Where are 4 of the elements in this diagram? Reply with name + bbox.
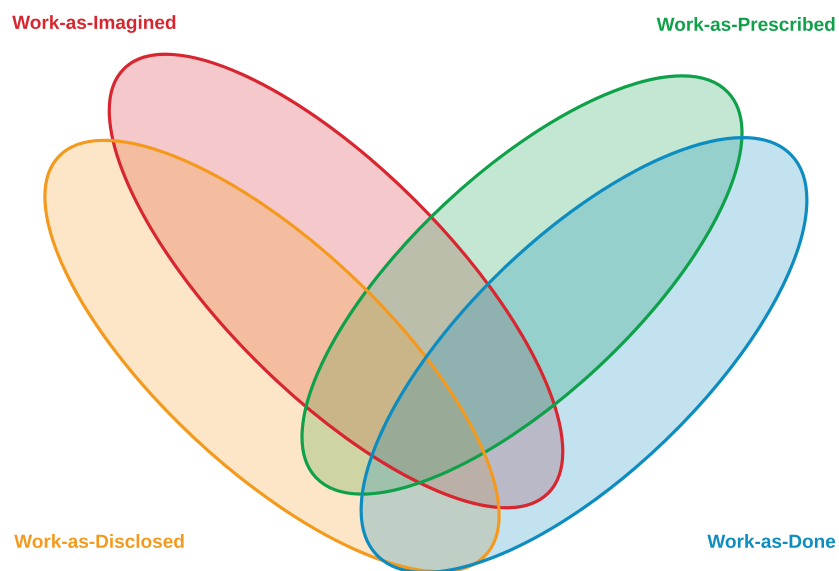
set-label: Work-as-Imagined bbox=[12, 15, 176, 33]
set-label: Work-as-Done bbox=[707, 534, 836, 548]
set-label: Work-as-Prescribed bbox=[656, 17, 835, 31]
set-label: Work-as-Disclosed bbox=[14, 534, 184, 548]
